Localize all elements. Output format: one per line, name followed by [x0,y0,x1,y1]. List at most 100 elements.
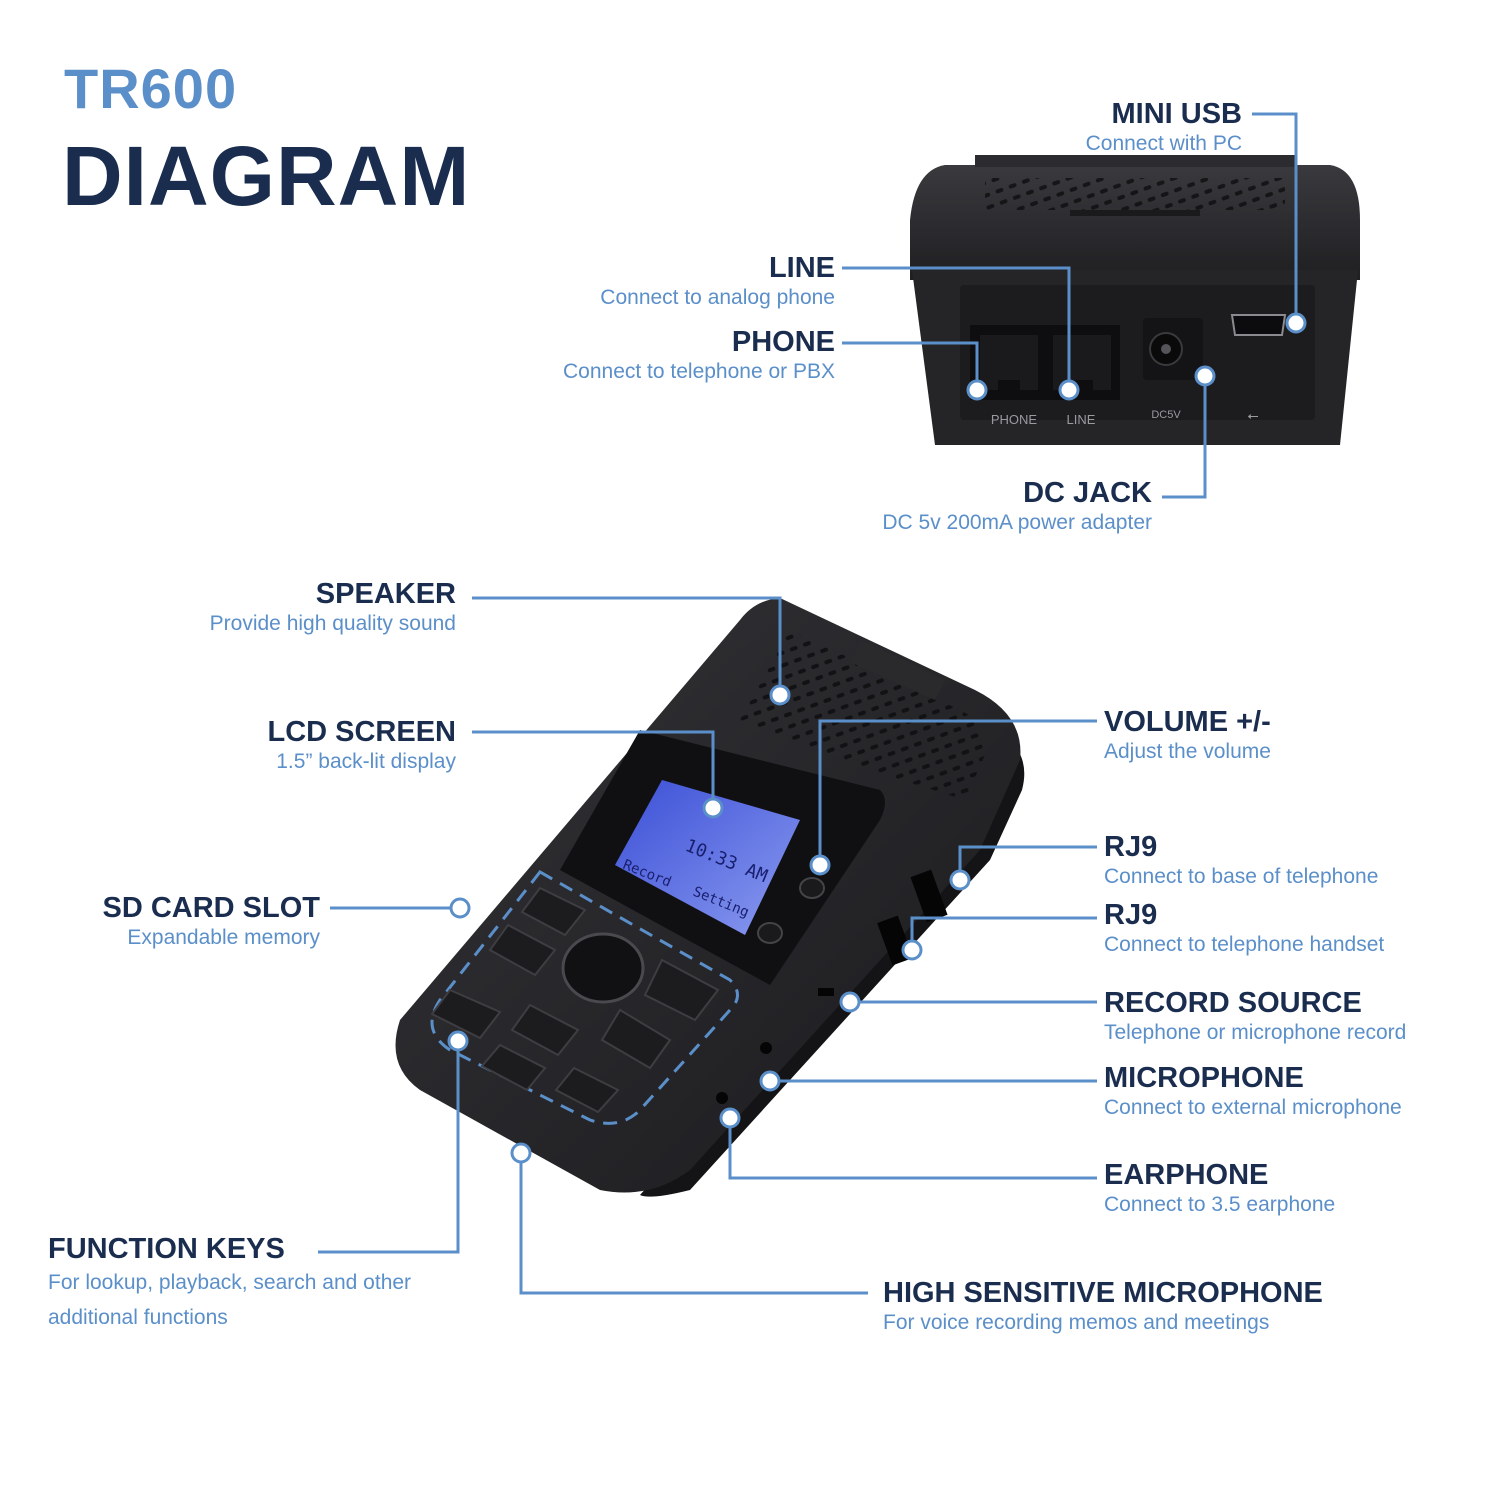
line-earphone [728,1118,1097,1180]
callout-dc-jack: DC JACK DC 5v 200mA power adapter [882,477,1152,537]
dc-jack [1143,318,1203,380]
main-device: 10:33 AM Record Setting [395,598,1025,1197]
line-port-label: LINE [1067,412,1096,427]
dot-record-source [839,991,861,1013]
callout-desc: For lookup, playback, search and other [48,1271,412,1294]
line-rj9-handset [910,916,1097,950]
dc-port-label: DC5V [1151,409,1181,421]
callout-desc: Connect to telephone or PBX [562,360,835,383]
callout-phone: PHONE Connect to telephone or PBX [563,326,835,386]
callout-earphone: EARPHONE Connect to 3.5 earphone [1104,1159,1335,1219]
callout-sd-card-slot: SD CARD SLOT Expandable memory [103,892,321,952]
key-call[interactable] [520,886,587,937]
record-source-switch[interactable] [818,988,834,996]
callout-desc: additional functions [48,1306,228,1329]
callout-line: LINE Connect to analog phone [600,252,835,312]
callout-desc: Expandable memory [127,926,320,949]
callout-function-keys: FUNCTION KEYS For lookup, playback, sear… [48,1233,411,1335]
callout-name: RJ9 [1104,831,1158,863]
line-lcd [472,730,715,808]
callout-name: DC JACK [1023,477,1152,509]
callout-speaker: SPEAKER Provide high quality sound [210,578,456,638]
dot-volume [809,854,831,876]
callout-name: LINE [768,252,835,284]
key-play[interactable] [510,1003,580,1057]
callout-desc: Telephone or microphone record [1104,1021,1407,1044]
dot-earphone [719,1107,741,1129]
callout-high-sensitive-microphone: HIGH SENSITIVE MICROPHONE For voice reco… [883,1277,1323,1337]
callout-dots [447,312,1307,1164]
callout-name: LCD SCREEN [267,716,456,748]
callout-desc: Adjust the volume [1104,740,1271,763]
line-line [842,266,1071,390]
dot-line [1058,379,1080,401]
callout-name: MINI USB [1111,98,1243,130]
line-function-keys [318,1041,460,1254]
callout-desc: Connect to analog phone [600,286,835,309]
callout-name: PHONE [731,326,835,358]
callout-desc: Connect with PC [1085,132,1242,155]
model-title: TR600 [64,57,238,120]
callout-desc: Connect to external microphone [1104,1096,1402,1119]
line-port [1045,325,1120,400]
usb-symbol-icon: ⭠ [1247,408,1258,424]
line-dc-jack [1162,376,1207,499]
key-search[interactable] [600,1008,672,1070]
callout-name: EARPHONE [1104,1159,1269,1191]
callout-rj9-handset: RJ9 Connect to telephone handset [1104,899,1384,959]
phone-port [970,325,1045,400]
keypad-outline [430,870,739,1125]
dot-dc-jack [1194,365,1216,387]
callout-lines [318,112,1298,1295]
callout-desc: 1.5” back-lit display [276,750,456,773]
callout-microphone: MICROPHONE Connect to external microphon… [1104,1062,1402,1122]
diagram-heading: DIAGRAM [62,129,471,223]
rear-device-grill [985,178,1285,210]
key-stop[interactable] [430,988,502,1040]
rj9-base-port [910,869,948,923]
callout-name: HIGH SENSITIVE MICROPHONE [883,1277,1323,1309]
speaker-grill [740,630,986,800]
callout-desc: For voice recording memos and meetings [883,1311,1270,1334]
callout-rj9-base: RJ9 Connect to base of telephone [1104,831,1378,891]
key-navigation[interactable] [561,932,645,1004]
line-rj9-base [958,845,1097,880]
line-phone [842,341,979,390]
callout-name: RECORD SOURCE [1104,987,1362,1019]
mini-usb-port [1230,314,1287,336]
line-high-mic [519,1153,868,1295]
phone-port-label: PHONE [991,412,1038,427]
callout-record-source: RECORD SOURCE Telephone or microphone re… [1104,987,1406,1047]
key-pause[interactable] [480,1043,547,1092]
key-menu[interactable] [643,958,720,1022]
microphone-jack [760,1042,772,1054]
dot-microphone [759,1070,781,1092]
volume-down-button[interactable] [757,922,783,944]
function-keypad [430,886,720,1114]
callout-volume: VOLUME +/- Adjust the volume [1104,706,1271,766]
key-record[interactable] [554,1066,620,1114]
callout-lcd-screen: LCD SCREEN 1.5” back-lit display [267,716,456,776]
callout-desc: Connect to 3.5 earphone [1104,1193,1336,1216]
rear-device: PHONE LINE DC5V ⭠ [910,155,1360,445]
callout-mini-usb: MINI USB Connect with PC [1086,98,1242,158]
line-mini-usb [1252,112,1298,323]
dot-speaker [769,684,791,706]
line-volume [818,719,1097,865]
dot-high-mic [510,1142,532,1164]
dot-phone [966,379,988,401]
callout-name: SPEAKER [315,578,456,610]
callout-name: MICROPHONE [1104,1062,1304,1094]
callout-desc: Provide high quality sound [209,612,456,635]
volume-up-button[interactable] [799,877,825,899]
callout-name: RJ9 [1104,899,1158,931]
dot-mini-usb [1285,312,1307,334]
dot-lcd [702,797,724,819]
line-speaker [472,596,782,695]
dot-rj9-handset [901,939,923,961]
earphone-jack [716,1092,728,1104]
key-back[interactable] [488,923,557,977]
callout-desc: Connect to base of telephone [1104,865,1379,888]
dot-rj9-base [949,869,971,891]
